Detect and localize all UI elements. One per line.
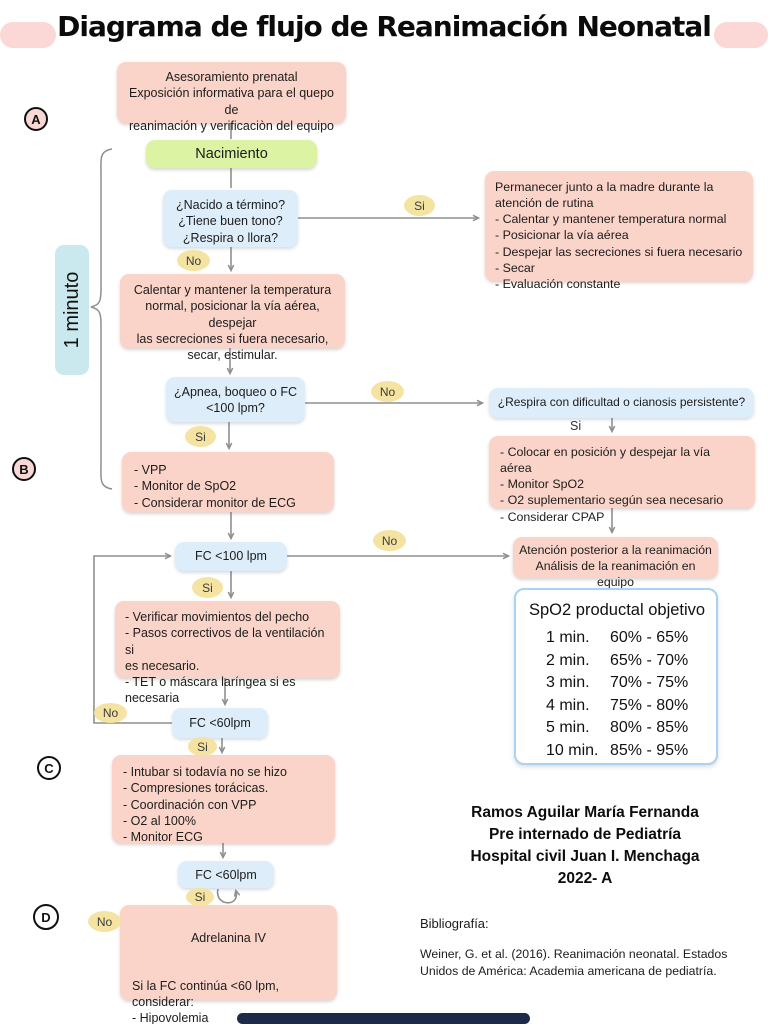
spo2-row-range: 80% - 85% [610,719,689,737]
node-verificar: - Verificar movimientos del pecho - Paso… [115,601,340,705]
section-label-d: D [33,904,59,930]
decision-yes-fc60-first: Si [188,737,217,756]
bibliography-label: Bibliografía: [420,916,489,931]
decision-no-q2: No [371,381,404,402]
node-intubar: - Intubar si todavía no se hizo - Compre… [112,755,335,844]
node-rutina: Permanecer junto a la madre durante la a… [485,171,753,291]
decision-yes-q2: Si [185,426,216,447]
spo2-row-time: 1 min. [546,629,590,646]
connector-fc60b-self-loop [216,888,241,904]
section-label-c: C [37,756,61,780]
spo2-row: 4 min. 75% - 80% [546,697,716,715]
title-accent-right [714,22,768,48]
spo2-row-range: 75% - 80% [610,696,689,714]
section-label-a: A [24,107,48,131]
node-calentar: Calentar y mantener la temperatura norma… [120,274,345,362]
node-adrenalina-heading: Adrelanina IV [190,931,267,946]
timeline-label: 1 minuto [55,245,89,375]
title-accent-left [0,22,56,48]
spo2-table-title: SpO2 productal objetivo [529,601,706,619]
bibliography-text: Weiner, G. et al. (2016). Reanimación ne… [420,947,728,978]
timeline-brace [90,148,113,490]
decision-no-fc60-second: No [88,911,121,932]
node-adrenalina-body: Si la FC continúa <60 lpm, considerar: -… [132,978,279,1024]
spo2-row: 5 min. 80% - 85% [546,719,716,737]
node-fc60-first: FC <60lpm [172,708,268,738]
node-vpp: - VPP - Monitor de SpO2 - Considerar mon… [122,452,334,512]
spo2-row-range: 70% - 75% [610,674,689,692]
node-prenatal: Asesoramiento prenatal Exposición inform… [117,62,346,133]
node-question-respira: ¿Respira con dificultad o cianosis persi… [489,388,754,418]
section-label-b: B [12,457,36,481]
node-nacimiento: Nacimiento [146,140,317,168]
spo2-row-time: 5 min. [546,719,590,737]
spo2-row-range: 85% - 95% [610,741,689,759]
spo2-row-time: 10 min. [546,741,599,759]
home-indicator-bar [237,1013,530,1024]
node-colocar: - Colocar en posición y despejar la vía … [489,436,755,524]
spo2-row-range: 60% - 65% [610,629,689,646]
spo2-row-time: 4 min. [546,696,590,714]
node-question-apnea: ¿Apnea, boqueo o FC <100 lpm? [166,377,305,422]
decision-yes-q1: Si [404,195,435,216]
decision-no-fc60-first: No [94,703,127,723]
spo2-row-time: 3 min. [546,674,590,692]
spo2-row: 1 min. 60% - 65% [546,629,716,647]
decision-no-q1: No [177,250,210,271]
node-question-termino: ¿Nacido a término? ¿Tiene buen tono? ¿Re… [163,190,298,247]
decision-yes-fc100: Si [192,577,223,598]
spo2-row: 2 min. 65% - 70% [546,652,716,670]
decision-no-fc100: No [373,530,406,551]
decision-yes-fc60-second: Si [186,888,214,906]
connector-fc60a-no-loop-to-fc100 [93,552,173,724]
spo2-row-range: 65% - 70% [610,651,689,669]
spo2-row: 10 min. 85% - 95% [546,742,716,760]
node-fc60-second: FC <60lpm [178,861,274,888]
decision-yes-q3: Si [570,419,582,433]
node-adrenalina: Adrelanina IV Si la FC continúa <60 lpm,… [120,905,337,1024]
node-fc100: FC <100 lpm [175,542,287,571]
author-credits: Ramos Aguilar María Fernanda Pre interna… [470,804,700,887]
node-atencion: Atención posterior a la reanimación Anál… [513,537,718,589]
spo2-target-table: SpO2 productal objetivo 1 min. 60% - 65%… [514,588,718,765]
page-title: Diagrama de flujo de Reanimación Neonata… [57,10,712,43]
spo2-row: 3 min. 70% - 75% [546,674,716,692]
spo2-row-time: 2 min. [546,651,590,669]
